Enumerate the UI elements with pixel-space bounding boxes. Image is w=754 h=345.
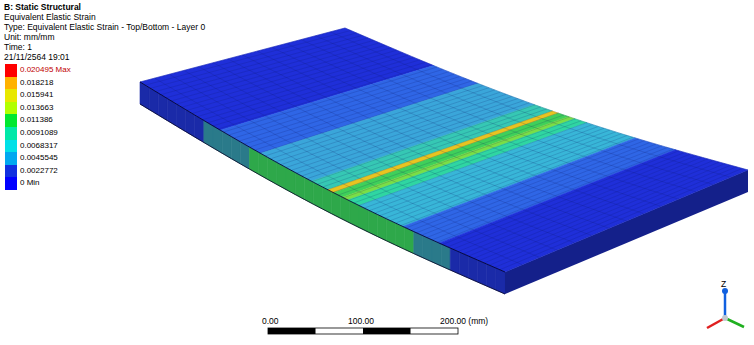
legend-swatch	[5, 77, 17, 90]
legend-swatch	[5, 177, 17, 190]
mesh-line	[345, 28, 748, 170]
scale-label: 0.00	[262, 316, 279, 326]
scale-bar	[268, 328, 458, 334]
legend-value: 0.020495 Max	[20, 65, 71, 75]
header-line: Time: 1	[4, 42, 32, 52]
mesh-line	[155, 78, 523, 265]
z-axis	[724, 293, 727, 318]
side-face	[469, 256, 478, 282]
legend-value: 0.011386	[20, 115, 53, 125]
scale-bar-segment	[268, 328, 316, 334]
legend-swatch	[5, 127, 17, 140]
mesh-line	[169, 74, 539, 257]
analysis-title: B: Static Structural	[4, 2, 81, 12]
mesh-line	[228, 59, 609, 228]
mesh-line	[316, 36, 714, 185]
header-line: Unit: mm/mm	[4, 32, 55, 42]
mesh-line	[257, 51, 644, 214]
legend-value: 0.015941	[20, 90, 53, 100]
side-face	[487, 264, 496, 290]
header-line: Type: Equivalent Elastic Strain - Top/Bo…	[4, 22, 205, 32]
mesh-line	[272, 47, 661, 206]
mesh-line	[184, 70, 557, 250]
side-face	[496, 268, 505, 294]
legend-swatch	[5, 114, 17, 127]
slab-model	[140, 28, 748, 294]
legend-value: 0 Min	[20, 178, 40, 188]
legend-value: 0.0045545	[20, 153, 58, 163]
scale-label: 200.00 (mm)	[440, 316, 488, 326]
side-face	[459, 252, 468, 278]
mesh-line	[243, 55, 627, 221]
legend-swatch	[5, 140, 17, 153]
axis-triad	[707, 288, 744, 328]
side-face	[450, 248, 459, 274]
mesh-line	[199, 67, 575, 243]
mesh-line	[301, 40, 696, 192]
side-face	[478, 260, 487, 286]
legend-value: 0.018218	[20, 78, 53, 88]
x-axis	[707, 318, 725, 328]
y-axis	[725, 318, 744, 327]
legend-swatch	[5, 64, 17, 77]
legend-swatch	[5, 165, 17, 178]
axis-label: Z	[721, 279, 726, 289]
legend-swatch	[5, 89, 17, 102]
scale-label: 100.00	[348, 316, 374, 326]
legend-value: 0.0091089	[20, 128, 58, 138]
mesh-line	[140, 82, 505, 272]
legend-swatch	[5, 102, 17, 115]
legend-value: 0.0022772	[20, 166, 58, 176]
legend-value: 0.013663	[20, 103, 53, 113]
mesh-line	[330, 32, 730, 177]
header-line: 21/11/2564 19:01	[4, 52, 70, 62]
header-line: Equivalent Elastic Strain	[4, 12, 96, 22]
mesh-line	[213, 63, 592, 236]
side-face	[441, 244, 450, 270]
mesh	[140, 28, 748, 272]
edge-line	[140, 82, 505, 272]
triad-origin	[722, 315, 728, 321]
legend-swatch	[5, 152, 17, 165]
mesh-line	[286, 43, 678, 199]
scale-bar-segment	[363, 328, 411, 334]
edge-line	[140, 104, 505, 294]
legend-value: 0.0068317	[20, 141, 58, 151]
scale-bar-frame	[268, 328, 458, 334]
